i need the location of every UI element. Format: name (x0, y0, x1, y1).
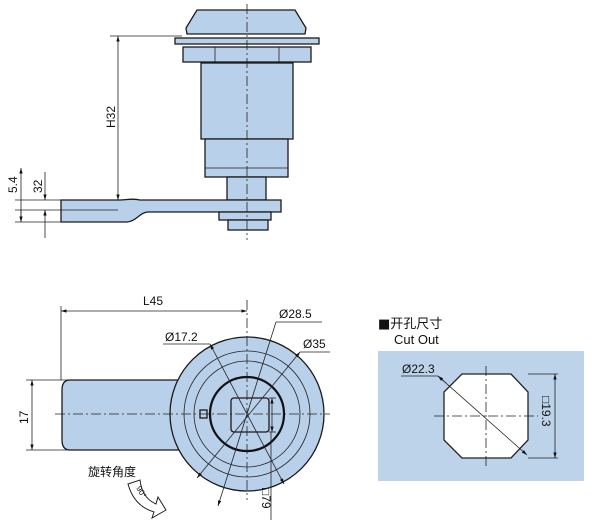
shaft-end (227, 219, 269, 231)
side-view: H32 5.4 32 (6, 4, 320, 240)
lock-body-lower (204, 138, 289, 178)
cam-arm-front (61, 379, 191, 451)
rotation-label: 旋转角度 (88, 464, 136, 479)
middle-diameter-label: Ø28.5 (279, 307, 312, 321)
height-dimension: H32 (104, 106, 118, 128)
cutout-section: ■开孔尺寸 Cut Out Ø22.3 □19.3 (378, 317, 584, 481)
square-key-dimension: □79 (259, 488, 273, 509)
cam-arm (60, 198, 282, 223)
thickness-dimension-5-4: 5.4 (6, 176, 20, 193)
inner-diameter-label: Ø17.2 (165, 330, 198, 344)
lock-cap (185, 9, 307, 35)
shaft (226, 176, 267, 201)
front-view: L45 17 Ø17.2 Ø28.5 Ø35 □79 旋转角度 90° (17, 294, 330, 520)
length-dimension: L45 (143, 294, 163, 308)
cutout-square-label: □19.3 (539, 396, 553, 427)
thickness-dimension-32: 32 (31, 179, 45, 193)
cutout-diameter-label: Ø22.3 (402, 362, 435, 376)
cutout-title-cn: ■开孔尺寸 (378, 317, 442, 332)
shaft-nut (218, 211, 272, 221)
rotation-arrow-icon (127, 479, 167, 520)
square-key (230, 397, 270, 433)
width-dimension: 17 (17, 410, 31, 424)
cutout-title-en: Cut Out (394, 332, 439, 347)
outer-diameter-label: Ø35 (303, 337, 326, 351)
